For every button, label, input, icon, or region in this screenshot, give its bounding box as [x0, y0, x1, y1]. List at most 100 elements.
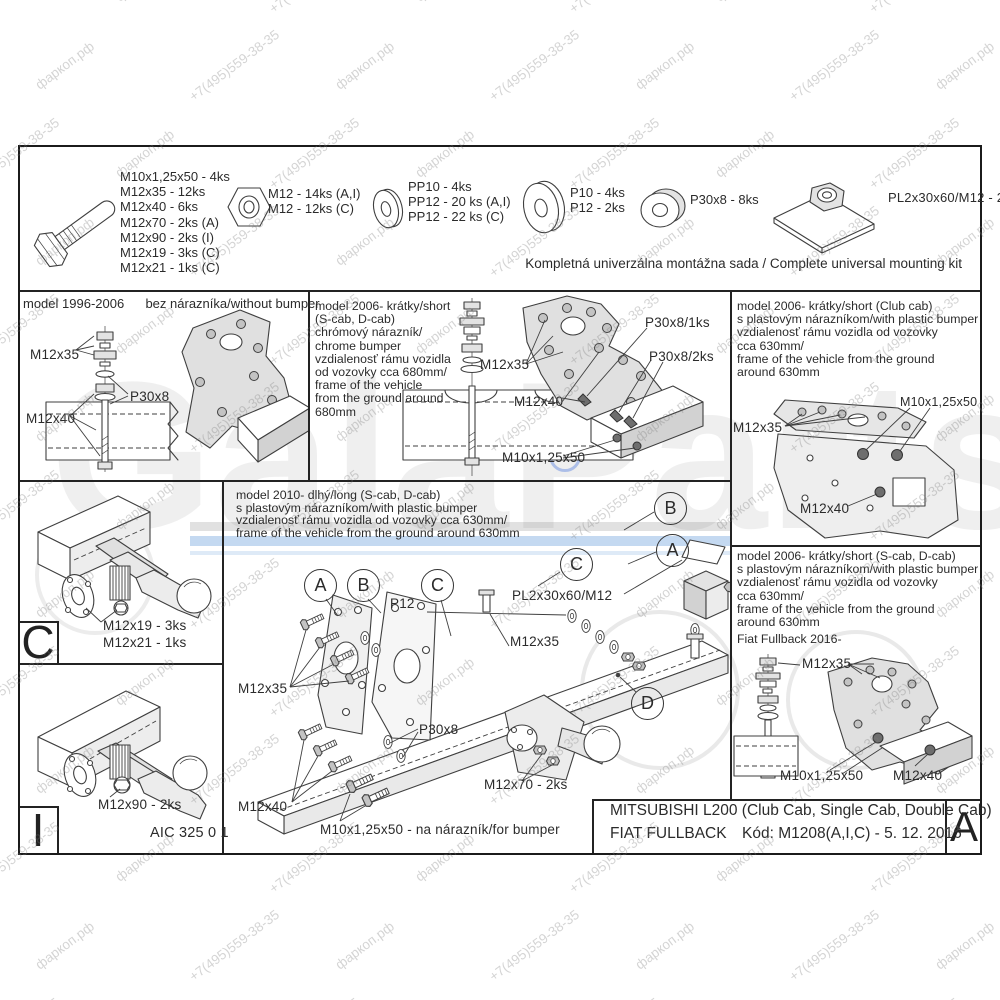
callout-circle-c: C [421, 569, 454, 602]
watermark-text: фаркоп.рф [632, 918, 697, 973]
callout-circle-a: A [304, 569, 337, 602]
label-m12x35: M12x35 [733, 420, 783, 435]
panel-scab-drawing [733, 654, 973, 785]
watermark-text: +7(495)559-38-35 [266, 995, 362, 1000]
watermark-text: фаркоп.рф [412, 0, 476, 4]
label-pl2x30x60: PL2x30x60/M12 [512, 588, 613, 603]
panel-club-text: model 2006- krátky/short (Club cab) s pl… [737, 299, 978, 380]
watermark-text: фаркоп.рф [632, 38, 697, 93]
panel-1996-title: model 1996-2006 [23, 296, 125, 311]
label-m12x21: M12x21 - 1ks [103, 635, 187, 650]
panel-i-letter: I [31, 804, 45, 856]
divider-left-column [222, 480, 224, 855]
kit-line: M12 - 14ks (A,I) [268, 186, 361, 201]
watermark-text: +7(495)559-38-35 [186, 906, 283, 985]
kit-line: PP12 - 20 ks (A,I) [408, 194, 511, 210]
panel-c-drawing [37, 495, 212, 623]
watermark-text: фаркоп.рф [412, 126, 477, 181]
panel-text-line: vzdialenosť rámu vozidla od vozovky cca … [236, 513, 508, 528]
callout-circle-c2: C [560, 548, 593, 581]
callout-circle-d: D [631, 687, 664, 720]
panel-2010-text: model 2010- dlhý/long (S-cab, D-cab) s p… [236, 489, 520, 539]
kit-line: M12x70 - 2ks (A) [120, 214, 219, 230]
label-m12x70: M12x70 - 2ks [484, 777, 568, 792]
label-m12x40: M12x40 [800, 501, 850, 516]
i-letter-box-line-h [18, 806, 58, 808]
label-p30x8: P30x8 [130, 389, 170, 404]
panel-text-line: (S-cab, D-cab) [315, 312, 395, 327]
divider-row1 [18, 480, 730, 482]
title-code: Kód: M1208(A,I,C) - 5. 12. 2016 [742, 825, 962, 842]
label-m12x35: M12x35 [238, 681, 288, 696]
callout-circle-b: B [347, 569, 380, 602]
kit-list-nuts: M12 - 14ks (A,I) M12 - 12ks (C) [268, 186, 360, 216]
label-m12x19: M12x19 - 3ks [103, 618, 187, 633]
panel-2010-drawing [257, 511, 730, 835]
panel-text-line: from the ground around [315, 391, 444, 406]
panel-text-line: model 2006- krátky/short (S-cab, D-cab) [737, 549, 956, 563]
kit-line: M12x21 - 1ks (C) [120, 260, 220, 276]
kit-line: M12x35 - 12ks [120, 184, 206, 200]
kit-line: M12x90 - 2ks (I) [120, 229, 214, 245]
kit-line: PP10 - 4ks [408, 179, 472, 194]
label-m12x40: M12x40 [238, 799, 288, 814]
label-m12x90: M12x90 - 2ks [98, 797, 182, 812]
callout-letter: A [666, 540, 679, 560]
callout-circle-b2: B [654, 492, 687, 525]
panel-text-line: around 630mm [737, 365, 820, 380]
panel-c-letter: C [21, 616, 55, 668]
callout-circle-a2: A [656, 534, 689, 567]
kit-line: PL2x30x60/M12 - 2ks [888, 190, 1000, 205]
panel-text-line: cca 630mm/ [737, 338, 804, 353]
watermark-text: фаркоп.рф [332, 38, 397, 93]
divider-right-column [730, 290, 732, 799]
watermark-text: +7(495)559-38-35 [566, 995, 662, 1000]
watermark-text: +7(495)559-38-35 [786, 906, 883, 985]
watermark-text: +7(495)559-38-35 [266, 114, 363, 193]
label-m10-bumper: M10x1,25x50 - na nárazník/for bumper [320, 822, 560, 837]
watermark-text: +7(495)559-38-35 [186, 26, 283, 105]
watermark-text: фаркоп.рф [332, 918, 397, 973]
watermark-text: фаркоп.рф [932, 38, 997, 93]
label-p30x8-1ks: P30x8/1ks [645, 315, 710, 330]
i-letter-box-line-v [57, 806, 59, 855]
watermark-text: фаркоп.рф [112, 0, 176, 4]
panel-text-line: s plastovým nárazníkom/with plastic bump… [737, 562, 979, 577]
watermark-text: +7(495)559-38-35 [566, 0, 662, 16]
kit-line: P30x8 - 8ks [690, 192, 759, 207]
label-m10x125x50: M10x1,25x50 [780, 768, 864, 783]
panel-text-line: model 2006- krátky/short (Club cab) [737, 299, 933, 313]
watermark-text: +7(495)559-38-35 [486, 906, 583, 985]
panel-text-line: 680mm [315, 404, 357, 419]
kit-line: M10x1,25x50 - 4ks [120, 169, 230, 184]
watermark-text: фаркоп.рф [712, 0, 776, 4]
kit-list-bolts: M10x1,25x50 - 4ks M12x35 - 12ks M12x40 -… [120, 169, 230, 275]
label-m12x40: M12x40 [26, 411, 76, 426]
divider-1996-panel [308, 290, 310, 480]
spring-washer-icon [372, 188, 404, 229]
callout-letter: A [314, 575, 327, 595]
panel-club-drawing [773, 399, 959, 539]
kit-list-pp-washers: PP10 - 4ks PP12 - 20 ks (A,I) PP12 - 22 … [408, 179, 511, 225]
divider-c-panel [18, 663, 222, 665]
panel-text-line: frame of the vehicle from the ground [737, 351, 935, 366]
panel-text-line: chrome bumper [315, 338, 402, 353]
watermark-text: +7(495)559-38-35 [0, 0, 62, 16]
panel-text-line: model 2006- krátky/short [315, 299, 451, 313]
panel-1996-subtitle: bez nárazníka/without bumper [145, 296, 320, 311]
kit-list-spacers: P30x8 - 8ks [690, 192, 759, 207]
kit-line: M12x19 - 3ks (C) [120, 245, 220, 261]
divider-club-panel [730, 545, 982, 547]
hex-nut-icon [227, 187, 271, 227]
panel-fiat-line: Fiat Fullback 2016- [737, 632, 842, 647]
watermark-text: +7(495)559-38-35 [266, 0, 362, 16]
drawing-code: AIC 325 0 1 [150, 825, 229, 841]
label-m12x35: M12x35 [802, 656, 852, 671]
divider-title-left [592, 799, 594, 855]
panel-text-line: frame of the vehicle [315, 378, 423, 393]
panel-text-line: vzdialenosť rámu vozidla od vozovky [737, 575, 938, 590]
callout-letter: B [357, 575, 370, 595]
revision-letter: A [949, 803, 978, 850]
label-p30x8: P30x8 [419, 722, 459, 737]
hex-bolt-icon [33, 200, 116, 268]
